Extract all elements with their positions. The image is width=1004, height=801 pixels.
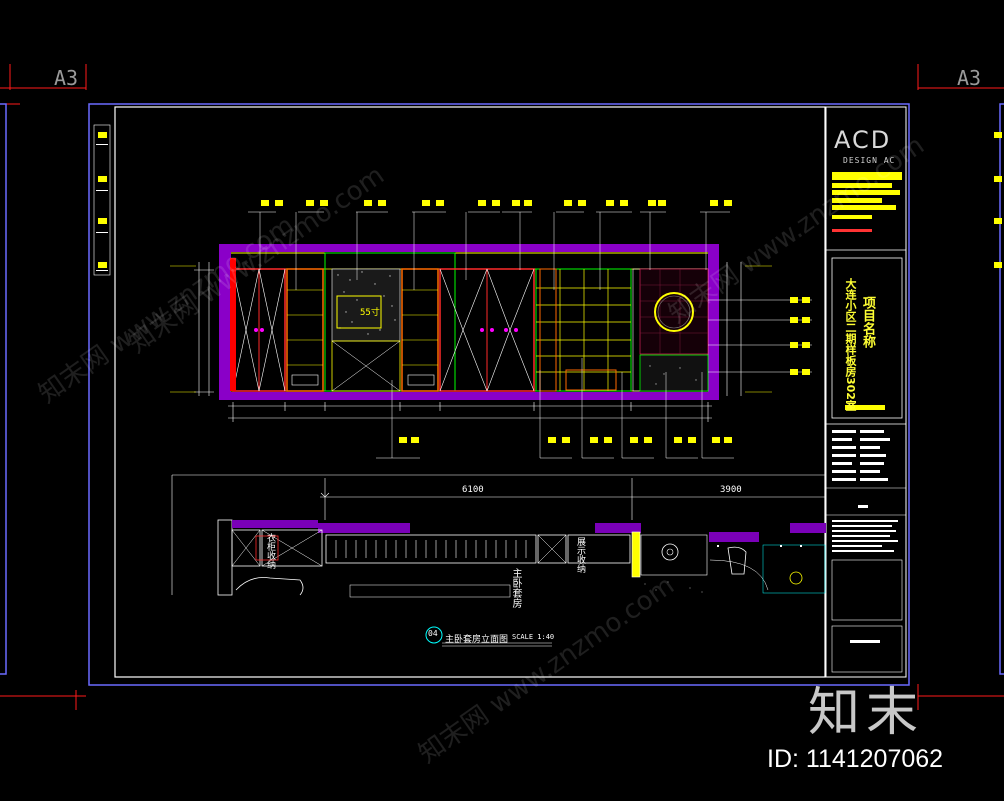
drawing-number: 04 xyxy=(428,629,438,638)
left-margin-tags xyxy=(98,132,107,268)
project-title: 项目名称 xyxy=(860,296,875,348)
drawing-title: 主卧套房立面图 xyxy=(445,635,509,645)
outer-frame xyxy=(88,103,910,686)
project-subtitle: 大连小区二期样板房302室 xyxy=(844,278,857,411)
elevation-drawing xyxy=(194,244,742,422)
title-block-frame xyxy=(825,106,907,678)
drawing-scale: SCALE 1:40 xyxy=(512,633,555,641)
sheet-size-label-left: A3 xyxy=(54,66,79,90)
plan-drawing xyxy=(171,474,826,647)
dimension-6100: 6100 xyxy=(462,485,484,495)
elevation-tags-top xyxy=(261,200,732,206)
plan-label-wardrobe: 衣柜收纳 xyxy=(265,533,275,569)
elevation-annotations-top xyxy=(248,211,730,290)
company-logo-subtitle: DESIGN AC xyxy=(843,156,896,165)
sheet-size-label-right: A3 xyxy=(957,66,982,90)
image-id: ID: 1141207062 xyxy=(767,745,944,773)
title-block xyxy=(826,172,906,673)
plan-label-master-suite: 主卧套房 xyxy=(510,568,521,608)
red-sheet-marks xyxy=(0,64,1004,710)
company-logo: ACD xyxy=(834,126,892,154)
tv-size-label: 55寸 xyxy=(360,308,380,318)
dimension-3900: 3900 xyxy=(720,485,742,495)
brand-watermark: 知末 xyxy=(808,683,925,743)
plan-label-display-storage: 展示收纳 xyxy=(575,537,585,573)
inner-frame xyxy=(114,106,826,678)
